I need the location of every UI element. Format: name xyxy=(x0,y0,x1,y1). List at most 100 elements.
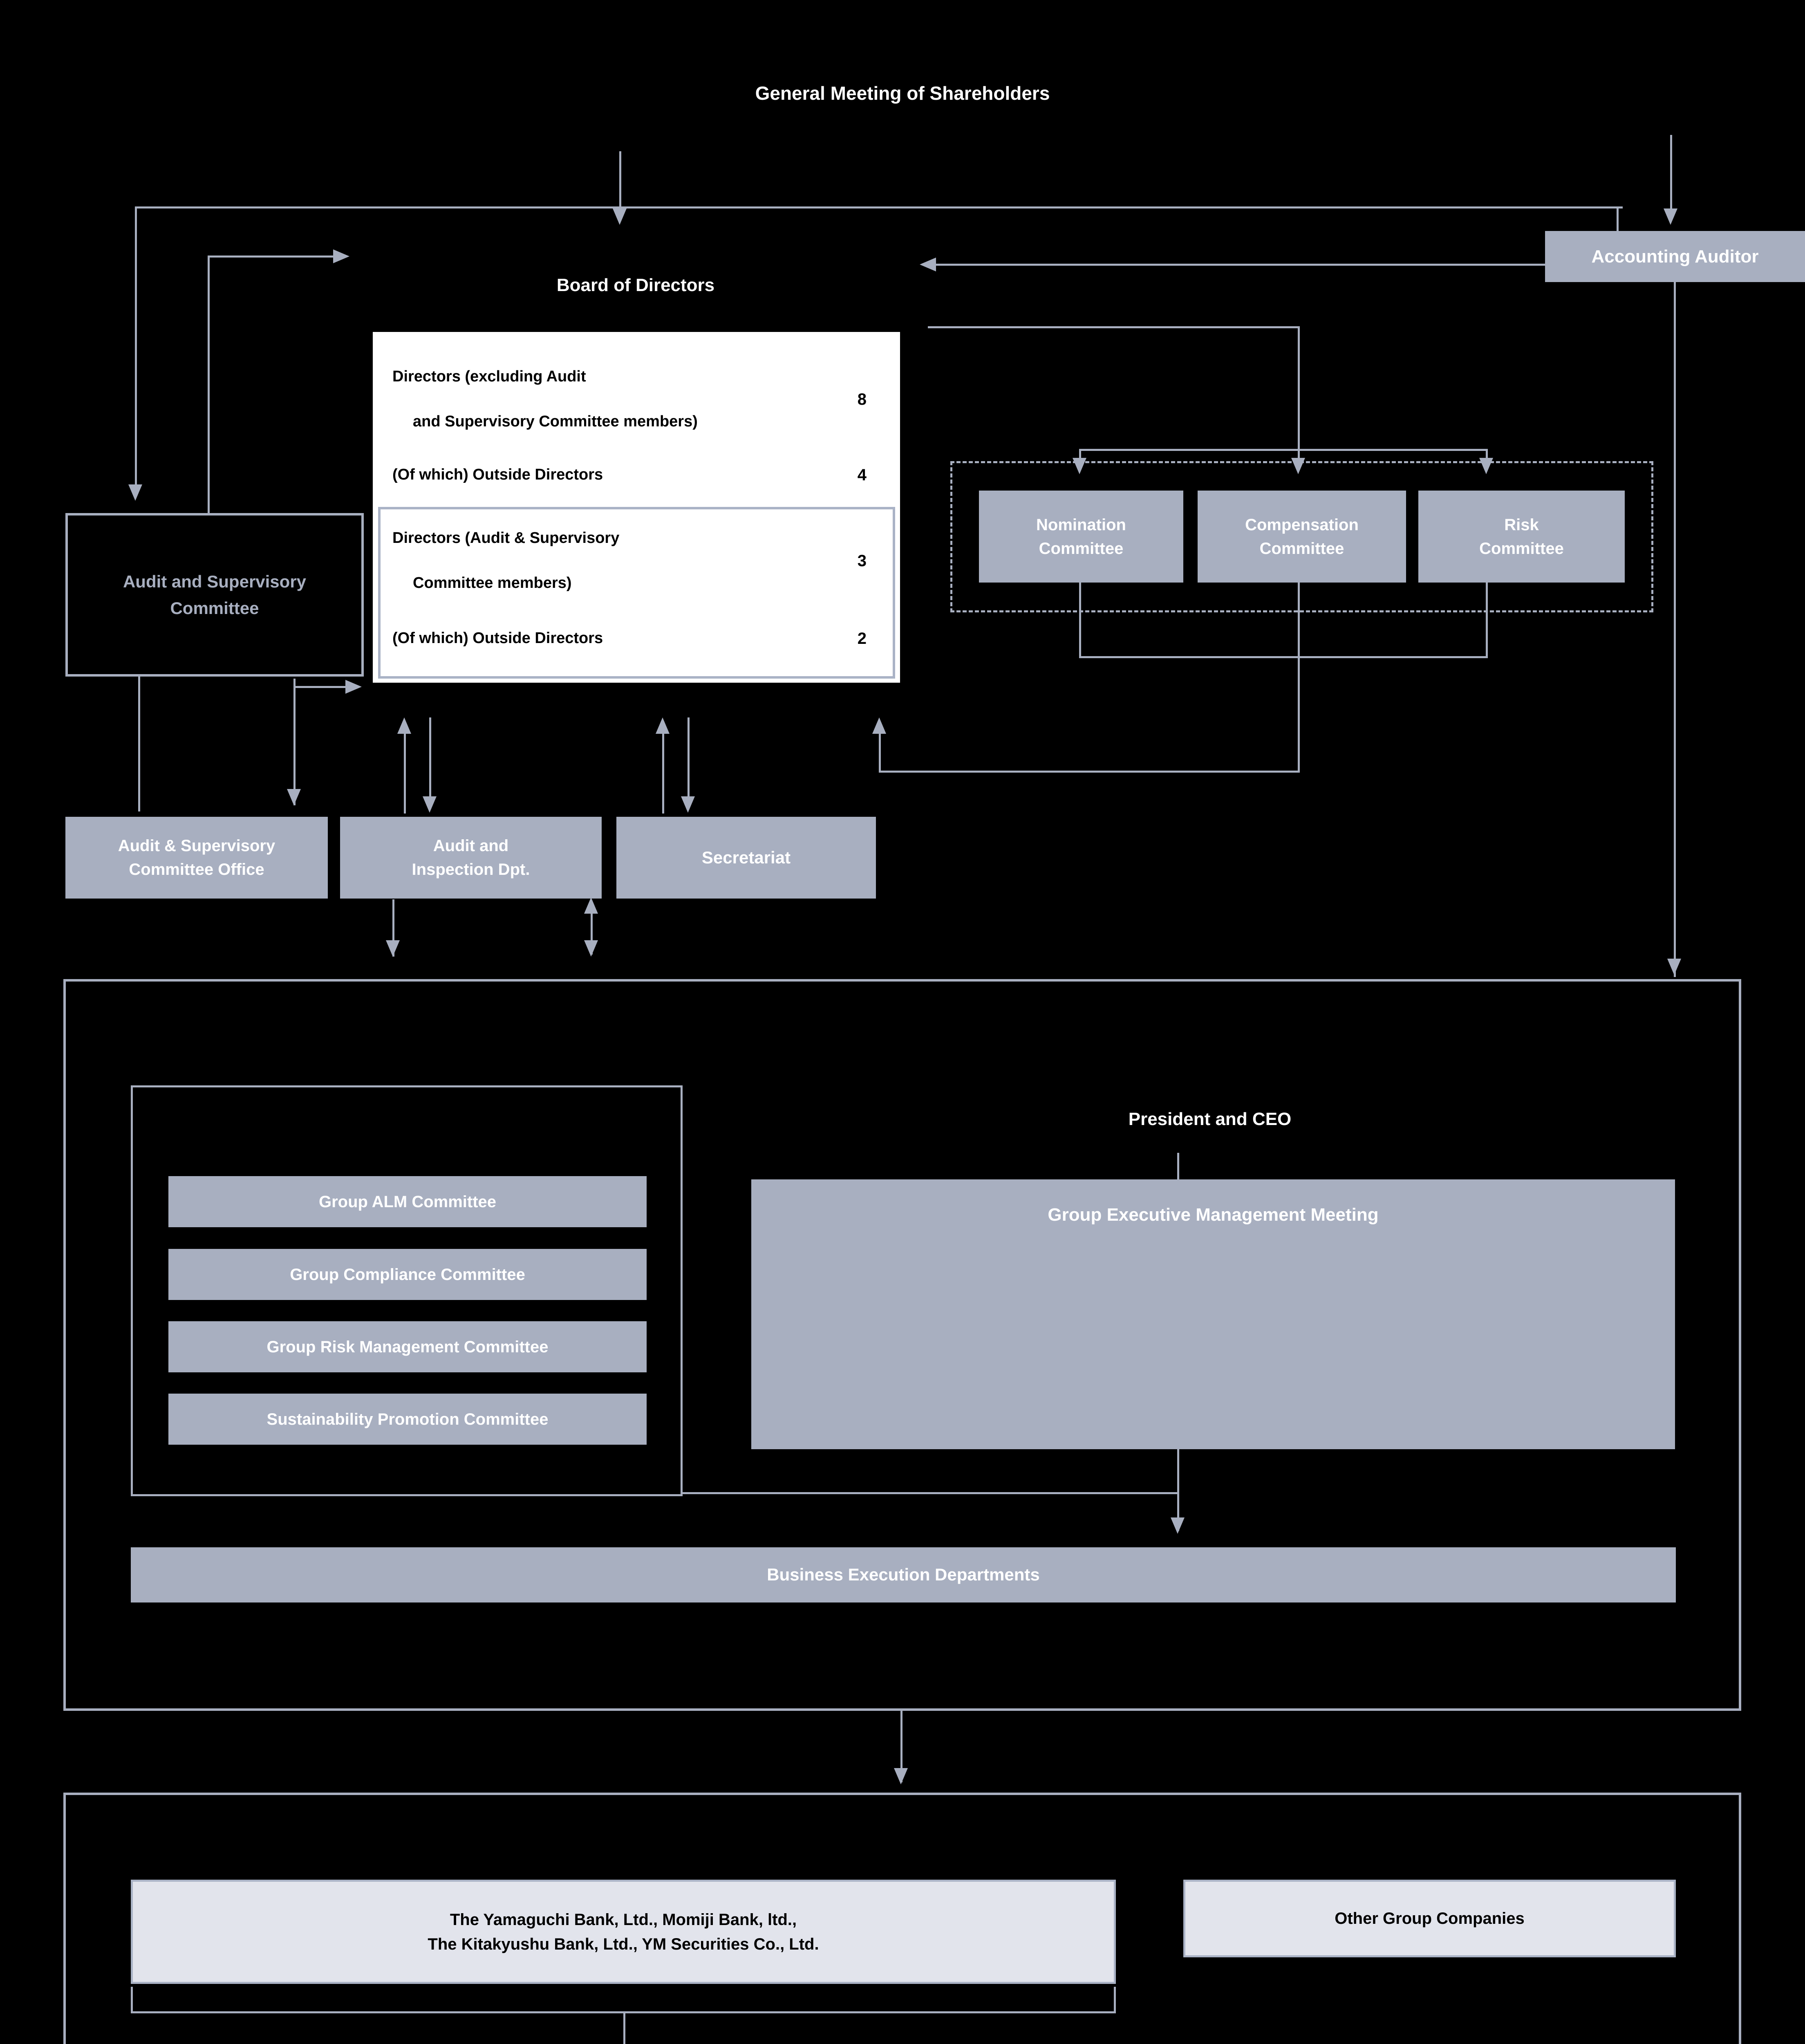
connector-top-bus xyxy=(135,206,1623,208)
connector-committee-return-bar xyxy=(1079,656,1488,658)
connector-committees-to-stem xyxy=(683,1492,1178,1494)
group-committee-2-label: Group Compliance Committee xyxy=(290,1265,525,1284)
dept-2-line1: Audit and xyxy=(433,837,509,855)
connector-gemm-to-board-riser xyxy=(879,732,881,773)
connector-gemm-to-board-run xyxy=(879,771,1300,773)
arrow-audit-committee-right xyxy=(345,680,362,694)
connector-auditor-down xyxy=(1674,282,1676,977)
arrow-audit-dpt-down2 xyxy=(584,940,598,957)
connector-ceo-to-gemm xyxy=(1177,1153,1179,1181)
arrow-audit-dpt-up xyxy=(584,897,598,914)
audit-and-inspection-dpt-box: Audit and Inspection Dpt. xyxy=(340,817,602,899)
connector-audit-committee-office-riser xyxy=(293,679,296,805)
audit-committee-label-line1: Audit and Supervisory xyxy=(123,572,307,591)
arrow-up-2 xyxy=(656,717,670,734)
board-row-1-count: 8 xyxy=(857,390,867,408)
arrow-to-compensation-committee xyxy=(1291,458,1305,474)
dept-1-line1: Audit & Supervisory xyxy=(118,837,275,855)
arrow-shareholders-to-auditor xyxy=(1664,208,1677,225)
connector-nomination-drop xyxy=(1079,449,1081,465)
arrow-to-nomination-committee xyxy=(1073,458,1086,474)
caption-bracket-stem xyxy=(623,2011,625,2044)
banks-line-1: The Yamaguchi Bank, Ltd., Momiji Bank, l… xyxy=(450,1910,797,1929)
board-audit-members-subtable xyxy=(378,507,895,679)
board-row-1-label-line2: and Supervisory Committee members) xyxy=(413,413,698,430)
arrow-down-2 xyxy=(681,796,695,813)
connector-gemm-to-business-depts xyxy=(1177,1449,1179,1531)
general-meeting-of-shareholders-label: General Meeting of Shareholders xyxy=(755,83,1050,104)
connector-auditor-to-board xyxy=(936,264,1545,266)
board-row-3-label-line2: Committee members) xyxy=(413,574,572,592)
connector-committee-feed-bar xyxy=(1079,449,1488,451)
group-committee-3-label: Group Risk Management Committee xyxy=(266,1338,549,1356)
committee-1-line1: Nomination xyxy=(1036,515,1126,534)
connector-audit-dpt-down xyxy=(392,899,394,957)
committee-3-line2: Committee xyxy=(1479,539,1564,558)
group-committee-1-label: Group ALM Committee xyxy=(318,1192,497,1211)
president-and-ceo-label: President and CEO xyxy=(1128,1109,1292,1129)
group-banks-box: The Yamaguchi Bank, Ltd., Momiji Bank, l… xyxy=(131,1880,1116,1984)
board-row-3-label-line1: Directors (Audit & Supervisory xyxy=(392,529,620,547)
caption-bracket-left-cap xyxy=(131,1987,133,2012)
accounting-auditor-box: Accounting Auditor xyxy=(1545,231,1805,282)
connector-audit-committee-office-stub xyxy=(293,686,347,688)
connector-risk-return-drop xyxy=(1486,583,1488,658)
committee-2-line2: Committee xyxy=(1259,539,1344,558)
arrow-to-risk-committee xyxy=(1479,458,1493,474)
audit-and-supervisory-committee-box: Audit and Supervisory Committee xyxy=(65,513,364,677)
board-row-2-count: 4 xyxy=(857,466,867,484)
dept-2-line2: Inspection Dpt. xyxy=(412,861,530,879)
gemm-title: Group Executive Management Meeting xyxy=(1048,1205,1379,1225)
connector-bus-to-audit-committee xyxy=(135,206,137,493)
sustainability-promotion-committee-box: Sustainability Promotion Committee xyxy=(168,1394,647,1445)
business-execution-departments-label: Business Execution Departments xyxy=(767,1565,1040,1585)
connector-board-to-compensation-run xyxy=(928,326,1300,328)
connector-down-2 xyxy=(688,717,690,799)
committee-2-line1: Compensation xyxy=(1245,515,1359,534)
board-row-4-label: (Of which) Outside Directors xyxy=(392,630,603,647)
board-row-2-label: (Of which) Outside Directors xyxy=(392,466,603,483)
connector-audit-committee-riser xyxy=(208,256,210,664)
arrow-gemm-to-business-depts xyxy=(1171,1517,1185,1534)
group-committee-4-label: Sustainability Promotion Committee xyxy=(266,1410,549,1428)
arrow-auditor-to-main xyxy=(1667,959,1681,975)
connector-board-to-compensation-drop xyxy=(1298,326,1300,465)
connector-audit-dpt-bidir xyxy=(591,905,593,955)
other-group-companies-box: Other Group Companies xyxy=(1183,1880,1676,1957)
arrow-down-1 xyxy=(423,796,437,813)
arrow-audit-dpt-down xyxy=(386,940,400,957)
group-risk-management-committee-box: Group Risk Management Committee xyxy=(168,1321,647,1372)
connector-main-to-subsidiaries xyxy=(900,1711,902,1782)
connector-compensation-return-drop xyxy=(1298,583,1300,773)
secretariat-box: Secretariat xyxy=(616,817,876,899)
arrow-audit-committee-to-office xyxy=(287,789,301,805)
caption-bracket-right-cap xyxy=(1114,1987,1116,2012)
dept-1-line2: Committee Office xyxy=(129,861,264,879)
connector-shareholders-to-auditor xyxy=(1670,135,1672,217)
connector-down-1 xyxy=(429,717,431,799)
group-alm-committee-box: Group ALM Committee xyxy=(168,1176,647,1227)
connector-shareholders-to-board xyxy=(619,151,621,217)
board-row-1-label-line1: Directors (excluding Audit xyxy=(392,368,586,385)
audit-supervisory-committee-office-box: Audit & Supervisory Committee Office xyxy=(65,817,328,899)
board-of-directors-label: Board of Directors xyxy=(556,275,715,295)
arrow-shareholders-to-board xyxy=(613,208,627,225)
arrow-bus-to-audit-committee xyxy=(128,484,142,501)
arrow-auditor-to-board xyxy=(920,258,936,271)
arrow-gemm-to-board xyxy=(872,717,886,734)
connector-risk-drop xyxy=(1486,449,1488,465)
accounting-auditor-label: Accounting Auditor xyxy=(1591,246,1759,267)
group-executive-management-meeting-box: Group Executive Management Meeting Direc… xyxy=(751,1179,1675,1449)
connector-up-2 xyxy=(662,732,664,814)
connector-audit-committee-to-office xyxy=(138,677,140,811)
dept-3-line1: Secretariat xyxy=(701,847,791,867)
audit-committee-label-line2: Committee xyxy=(170,598,259,618)
committee-3-line1: Risk xyxy=(1504,515,1539,534)
group-compliance-committee-box: Group Compliance Committee xyxy=(168,1249,647,1300)
arrow-audit-committee-to-board xyxy=(333,249,349,263)
business-execution-departments-box: Business Execution Departments xyxy=(131,1547,1676,1602)
arrow-up-1 xyxy=(397,717,411,734)
nomination-committee-box: Nomination Committee xyxy=(979,491,1183,583)
banks-line-2: The Kitakyushu Bank, Ltd., YM Securities… xyxy=(428,1935,819,1953)
